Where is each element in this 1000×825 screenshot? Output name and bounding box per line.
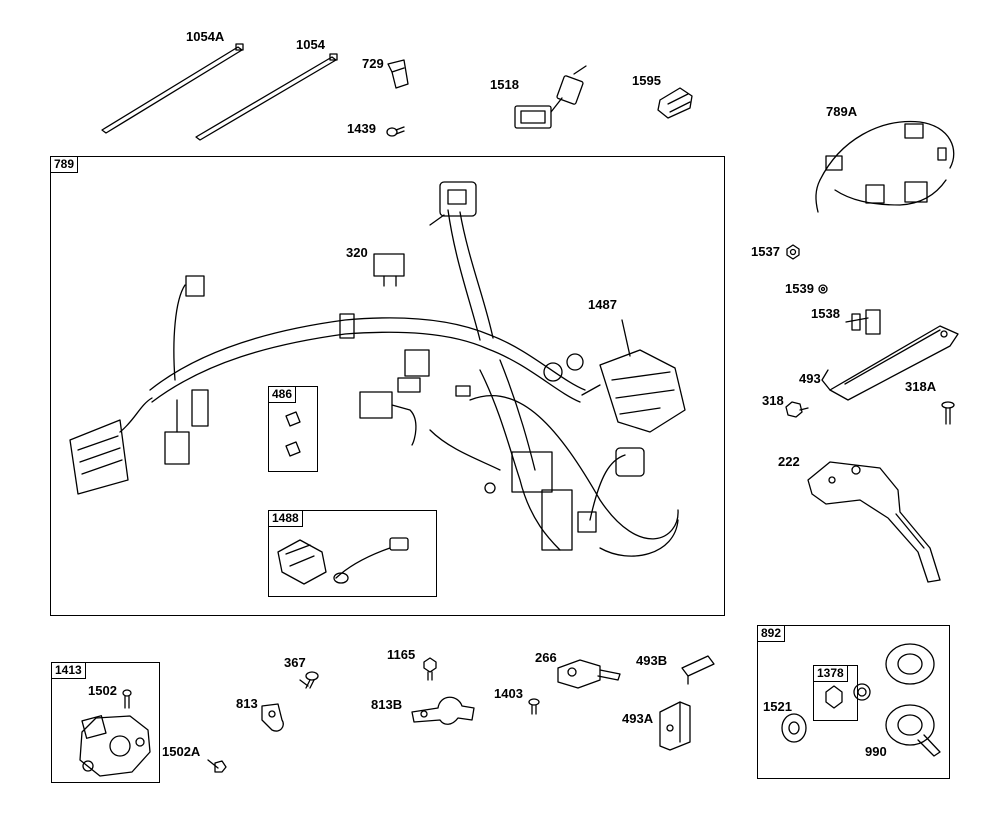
screw-1403 — [528, 698, 540, 715]
group-label-789: 789 — [50, 156, 79, 173]
connector-1595 — [657, 87, 693, 119]
bolt-1502A — [207, 759, 227, 773]
part-label-1595: 1595 — [632, 73, 661, 88]
part-label-1165: 1165 — [387, 647, 416, 662]
screw-367 — [299, 671, 319, 689]
part-label-1403: 1403 — [494, 686, 523, 701]
screw-1439 — [386, 126, 405, 137]
ignition-switch-892 — [885, 643, 941, 757]
part-label-222: 222 — [778, 454, 800, 469]
group-1413-frame — [51, 662, 160, 783]
bracket-493 — [821, 325, 959, 401]
group-789-frame — [50, 156, 725, 616]
group-label-892: 892 — [757, 625, 786, 642]
part-label-1054: 1054 — [296, 37, 325, 52]
part-label-729: 729 — [362, 56, 384, 71]
part-label-493: 493 — [799, 371, 821, 386]
part-label-990: 990 — [865, 744, 887, 759]
bushing-1521 — [781, 713, 807, 743]
clip-813 — [261, 703, 284, 732]
screw-1502 — [122, 689, 132, 709]
screw-1165 — [423, 657, 437, 681]
part-label-1054A: 1054A — [186, 29, 225, 44]
bracket-222 — [807, 461, 941, 583]
harness-789A — [815, 120, 955, 213]
group-label-1488: 1488 — [268, 510, 303, 527]
part-label-1502: 1502 — [88, 683, 117, 698]
part-label-493B: 493B — [636, 653, 668, 668]
part-label-1487: 1487 — [588, 297, 617, 312]
main-harness-789 — [69, 181, 686, 557]
part-label-1439: 1439 — [347, 121, 376, 136]
part-label-493A: 493A — [622, 711, 654, 726]
part-label-813: 813 — [236, 696, 258, 711]
grommet-1538 — [845, 309, 881, 335]
connector-1518 — [514, 65, 587, 129]
part-label-1538: 1538 — [811, 306, 840, 321]
bracket-493A — [659, 701, 691, 751]
part-label-320: 320 — [346, 245, 368, 260]
part-label-1539: 1539 — [785, 281, 814, 296]
fuses-486 — [285, 411, 301, 457]
sensor-1413 — [79, 715, 151, 777]
part-label-1537: 1537 — [751, 244, 780, 259]
bolt-318A — [941, 401, 955, 425]
part-label-318: 318 — [762, 393, 784, 408]
cable-tie-1054A — [101, 43, 244, 134]
part-label-813B: 813B — [371, 697, 403, 712]
group-label-1413: 1413 — [51, 662, 86, 679]
switch-266 — [557, 659, 621, 689]
group-label-486: 486 — [268, 386, 297, 403]
part-label-318A: 318A — [905, 379, 937, 394]
bracket-493B — [681, 655, 715, 685]
part-label-1502A: 1502A — [162, 744, 201, 759]
connector-1488 — [277, 537, 409, 585]
nut-1537 — [786, 244, 800, 260]
part-label-789A: 789A — [826, 104, 858, 119]
part-label-1518: 1518 — [490, 77, 519, 92]
part-label-1521: 1521 — [763, 699, 792, 714]
clip-729 — [387, 59, 409, 89]
part-label-266: 266 — [535, 650, 557, 665]
part-label-367: 367 — [284, 655, 306, 670]
washer-1539 — [818, 284, 828, 294]
cable-tie-1054 — [195, 53, 338, 141]
clip-813B — [411, 696, 475, 725]
group-892-frame — [757, 625, 950, 779]
nut-set-1378 — [825, 683, 871, 709]
group-1488-frame — [268, 510, 437, 597]
group-label-1378: 1378 — [813, 665, 848, 682]
screw-318 — [785, 401, 809, 418]
